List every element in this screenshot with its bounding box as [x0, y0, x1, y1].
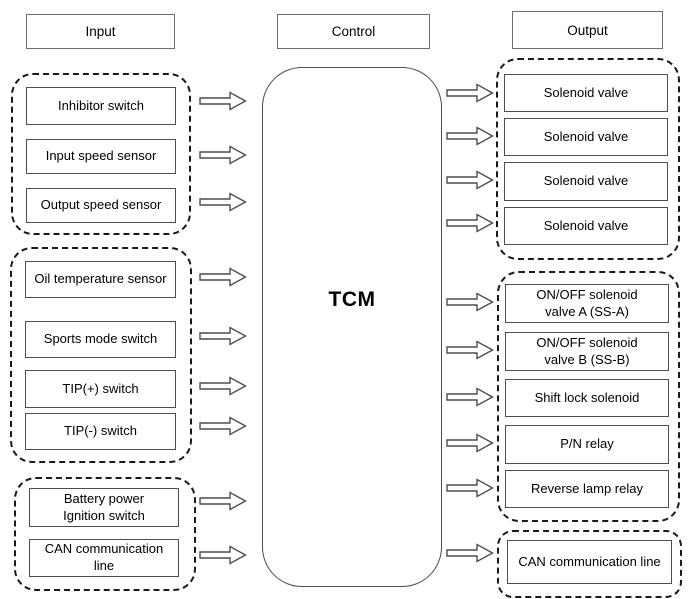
node-reverse-lamp-relay: Reverse lamp relay: [505, 470, 669, 508]
flow-arrow: [446, 83, 494, 103]
flow-arrow: [199, 91, 247, 111]
flow-arrow: [199, 491, 247, 511]
flow-arrow: [199, 192, 247, 212]
flow-arrow: [199, 145, 247, 165]
node-solenoid-valve-2: Solenoid valve: [504, 118, 668, 156]
input-group-speed-sensors: [11, 73, 191, 235]
tcm-label: TCM: [328, 288, 376, 311]
node-solenoid-valve-4: Solenoid valve: [504, 207, 668, 245]
node-output-speed-sensor: Output speed sensor: [26, 188, 176, 223]
flow-arrow: [446, 213, 494, 233]
flow-arrow: [446, 543, 494, 563]
input-header: Input: [26, 14, 175, 49]
output-group-relays-solenoids: [497, 271, 680, 522]
node-solenoid-valve-1: Solenoid valve: [504, 74, 668, 112]
node-on-off-solenoid-valve-b: ON/OFF solenoid valve B (SS-B): [505, 332, 669, 371]
flow-arrow: [446, 126, 494, 146]
node-tip-plus-switch: TIP(+) switch: [25, 370, 176, 408]
node-on-off-solenoid-valve-a: ON/OFF solenoid valve A (SS-A): [505, 284, 669, 323]
node-tip-minus-switch: TIP(-) switch: [25, 413, 176, 450]
control-header: Control: [277, 14, 430, 49]
node-pn-relay: P/N relay: [505, 425, 669, 464]
node-shift-lock-solenoid: Shift lock solenoid: [505, 379, 669, 417]
node-can-communication-line-output: CAN communication line: [507, 540, 672, 584]
node-battery-power-ignition-switch: Battery power Ignition switch: [29, 488, 179, 527]
node-input-speed-sensor: Input speed sensor: [26, 139, 176, 174]
flow-arrow: [446, 387, 494, 407]
node-sports-mode-switch: Sports mode switch: [25, 321, 176, 358]
output-header: Output: [512, 11, 663, 49]
input-group-switches: [10, 247, 192, 463]
flow-arrow: [199, 376, 247, 396]
flow-arrow: [446, 478, 494, 498]
flow-arrow: [199, 545, 247, 565]
node-solenoid-valve-3: Solenoid valve: [504, 162, 668, 201]
flow-arrow: [199, 326, 247, 346]
output-group-can: [497, 530, 682, 598]
flow-arrow: [199, 267, 247, 287]
flow-arrow: [199, 416, 247, 436]
tcm-node: TCM: [262, 67, 442, 587]
output-group-solenoid-valves: [496, 58, 680, 260]
flow-arrow: [446, 433, 494, 453]
flow-arrow: [446, 170, 494, 190]
input-group-power-can: [14, 477, 196, 591]
node-inhibitor-switch: Inhibitor switch: [26, 87, 176, 125]
flow-arrow: [446, 292, 494, 312]
node-oil-temperature-sensor: Oil temperature sensor: [25, 261, 176, 298]
flow-arrow: [446, 340, 494, 360]
node-can-communication-line-input: CAN communication line: [29, 539, 179, 577]
